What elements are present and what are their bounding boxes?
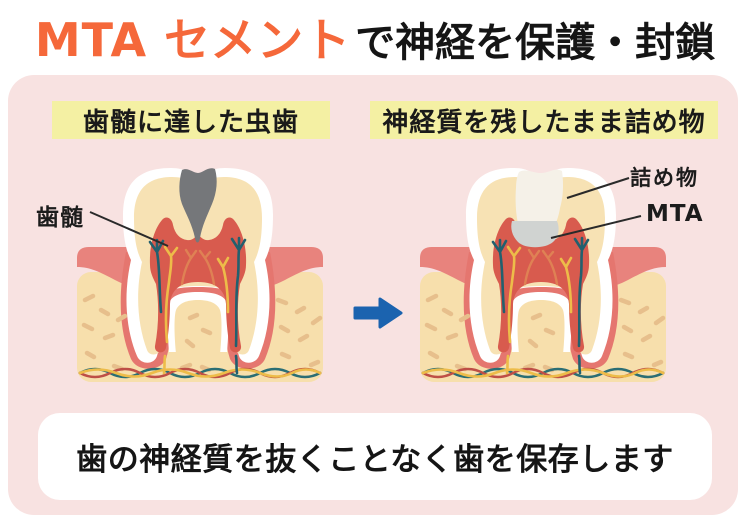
pulp-label: 歯髄	[36, 205, 84, 231]
filling-label: 詰め物	[630, 166, 699, 190]
caption-filled-tooth: 神経質を残したまま詰め物	[370, 101, 718, 139]
pointer-line-pulp	[89, 211, 169, 247]
cavity	[179, 168, 217, 243]
title-rest: で神経を保護・封鎖	[355, 20, 716, 66]
decayed-tooth-diagram	[30, 160, 350, 400]
pointer-line-filling	[566, 177, 630, 199]
right-arrow-icon	[353, 297, 403, 329]
treated-tooth-diagram	[373, 160, 693, 400]
filling-shape	[515, 169, 564, 223]
mta-label: MTA	[646, 201, 704, 227]
footer-message: 歯の神経質を抜くことなく歯を保存します	[38, 413, 712, 500]
caption-decayed-tooth: 歯髄に達した虫歯	[52, 101, 330, 139]
mta-shape	[511, 221, 559, 248]
title-highlight: MTA セメント	[34, 13, 352, 67]
pointer-line-mta	[550, 215, 642, 239]
page-title: MTA セメントで神経を保護・封鎖	[0, 4, 750, 70]
